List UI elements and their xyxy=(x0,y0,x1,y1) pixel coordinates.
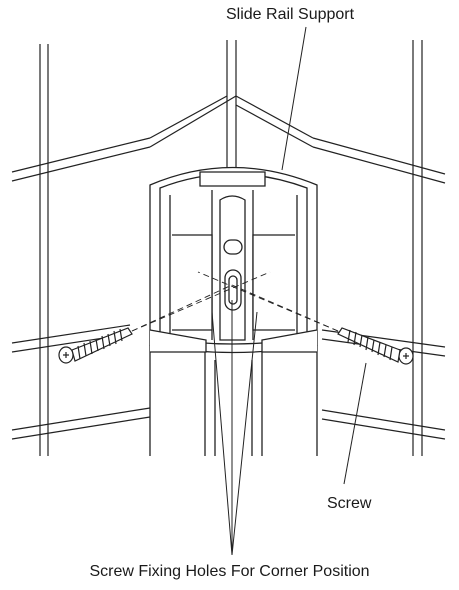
screw-left xyxy=(58,327,133,364)
leader-screw xyxy=(343,362,367,485)
leader-hole-left xyxy=(211,311,233,556)
screw-axis-lines xyxy=(131,271,339,332)
fixing-holes-label: Screw Fixing Holes For Corner Position xyxy=(89,563,370,580)
screw-label: Screw xyxy=(327,495,372,512)
screw-right xyxy=(337,327,414,365)
leader-lines xyxy=(211,26,367,556)
slide-rail-support xyxy=(149,166,318,456)
leader-slide-rail-support xyxy=(281,26,307,171)
leader-hole-right xyxy=(231,311,258,556)
tiled-wall xyxy=(11,40,446,456)
slide-rail-support-label: Slide Rail Support xyxy=(226,6,355,23)
